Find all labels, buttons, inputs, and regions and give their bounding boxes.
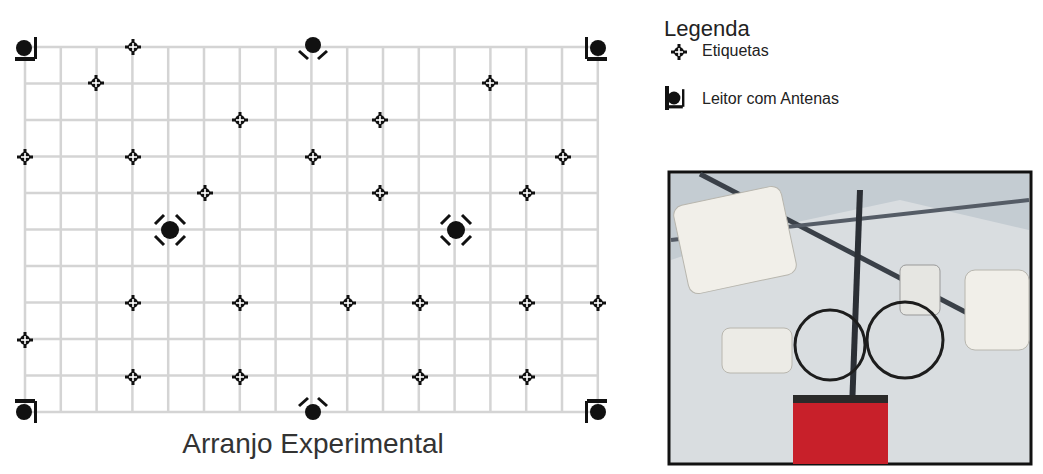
caption: Arranjo Experimental — [182, 428, 443, 460]
legend-text: Etiquetas — [702, 42, 769, 60]
legend-text: Leitor com Antenas — [702, 90, 839, 108]
legend-icons — [665, 44, 687, 110]
grid — [25, 47, 598, 412]
readers — [15, 37, 607, 423]
tags — [17, 39, 606, 385]
legend-heading: Legenda — [664, 16, 750, 41]
photo — [669, 172, 1031, 464]
